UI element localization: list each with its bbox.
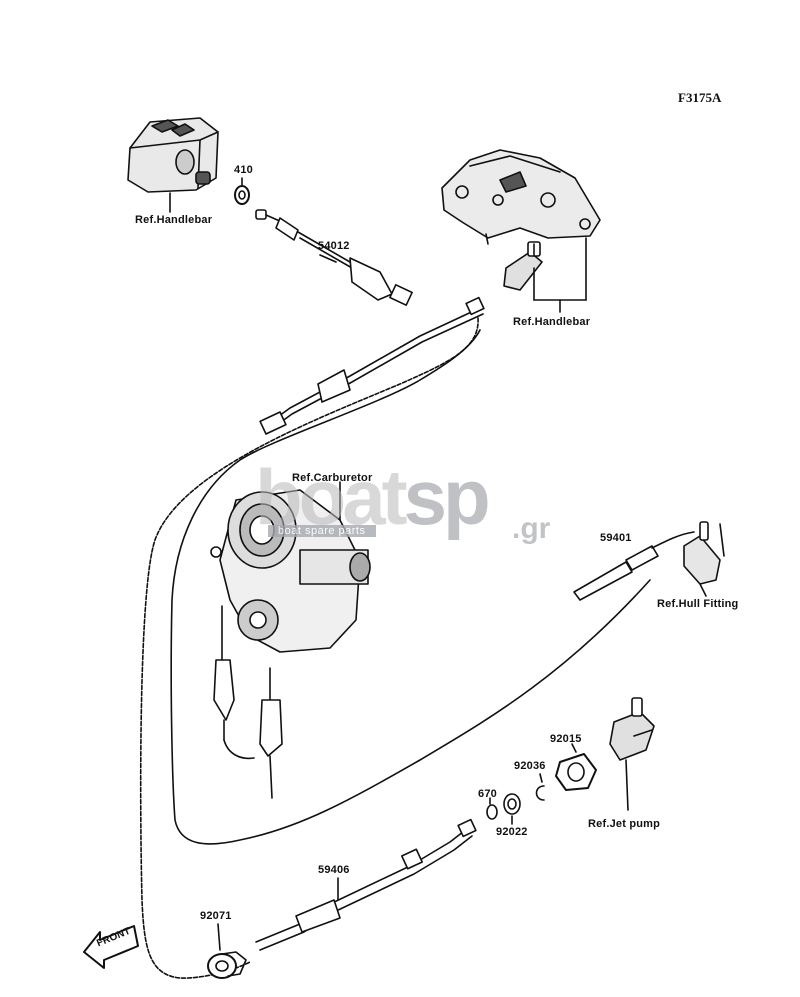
watermark-tagline: boat spare parts xyxy=(268,525,376,537)
washer-410 xyxy=(234,185,250,205)
jet-pump-fitting xyxy=(609,697,655,811)
main-cable xyxy=(139,296,651,979)
label-ref-handlebar-left: Ref.Handlebar xyxy=(135,214,213,226)
part-92022: 92022 xyxy=(496,826,528,838)
throttle-cable-54012 xyxy=(255,209,413,306)
label-ref-jet-pump: Ref.Jet pump xyxy=(588,818,661,830)
part-59406: 59406 xyxy=(318,864,350,876)
cable-59401 xyxy=(573,521,725,601)
part-54012: 54012 xyxy=(318,240,350,252)
label-ref-carburetor: Ref.Carburetor xyxy=(292,472,373,484)
handlebar-housing-illustration xyxy=(127,117,219,193)
cable-fitting-right xyxy=(503,237,587,313)
part-92015: 92015 xyxy=(550,733,582,745)
front-arrow-icon xyxy=(83,925,139,969)
label-ref-handlebar-right: Ref.Handlebar xyxy=(513,316,591,328)
watermark-suffix: .gr xyxy=(512,512,551,545)
cable-59406 xyxy=(255,818,477,951)
figure-code: F3175A xyxy=(678,90,722,105)
throttle-lever-illustration xyxy=(441,149,601,245)
part-59401: 59401 xyxy=(600,532,632,544)
label-ref-hull-fitting: Ref.Hull Fitting xyxy=(657,598,739,610)
small-hardware xyxy=(486,743,597,825)
part-92071: 92071 xyxy=(200,910,232,922)
part-410: 410 xyxy=(234,164,253,176)
part-670: 670 xyxy=(478,788,497,800)
grommet-92071 xyxy=(207,923,247,979)
carburetor-cable-ends xyxy=(213,605,283,799)
watermark-accent: sp xyxy=(403,453,491,541)
part-92036: 92036 xyxy=(514,760,546,772)
